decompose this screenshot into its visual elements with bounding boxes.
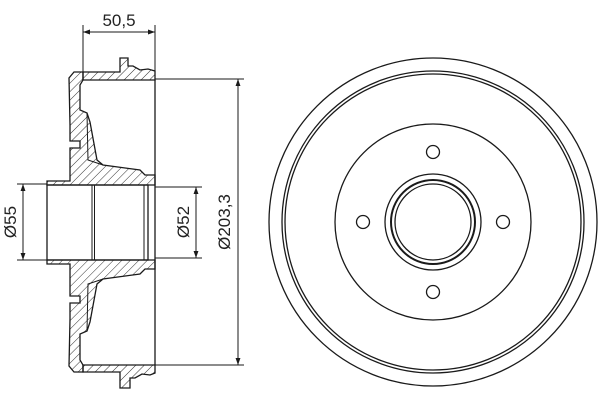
bolt-hole-top	[425, 144, 441, 160]
width-dimension-label: 50,5	[102, 11, 135, 30]
bolt-hole-right	[495, 214, 511, 230]
section-view	[46, 57, 156, 389]
front-view	[268, 57, 598, 387]
drum-rim-circle-2	[284, 73, 582, 371]
bottom-drum-flange	[82, 364, 156, 389]
bore-inner-label: Ø52	[174, 206, 193, 238]
bolt-hole-left	[355, 214, 371, 230]
bolt-hole-bottom	[425, 284, 441, 300]
drum-outer-circle	[268, 57, 598, 387]
hub-disc-circle	[334, 123, 532, 321]
dimension-width: 50,5	[82, 11, 156, 72]
top-drum-flange	[82, 57, 156, 81]
drum-diameter-label: Ø203,3	[215, 194, 234, 250]
hub-ring-mid	[390, 179, 476, 265]
hub-ring-inner	[394, 183, 472, 261]
top-back-wall	[46, 71, 156, 186]
dimension-drum-diameter: Ø203,3	[155, 78, 244, 366]
bottom-back-wall	[46, 259, 156, 373]
hub-ring-outer	[384, 173, 482, 271]
drum-rim-circle-1	[281, 70, 585, 374]
hub-bore	[46, 184, 149, 261]
dimension-bore-outer: Ø55	[1, 183, 47, 261]
top-web-line	[86, 112, 104, 166]
dimension-bore-inner: Ø52	[155, 186, 202, 259]
bore-outer-label: Ø55	[1, 206, 20, 238]
bottom-web-line	[86, 278, 104, 332]
